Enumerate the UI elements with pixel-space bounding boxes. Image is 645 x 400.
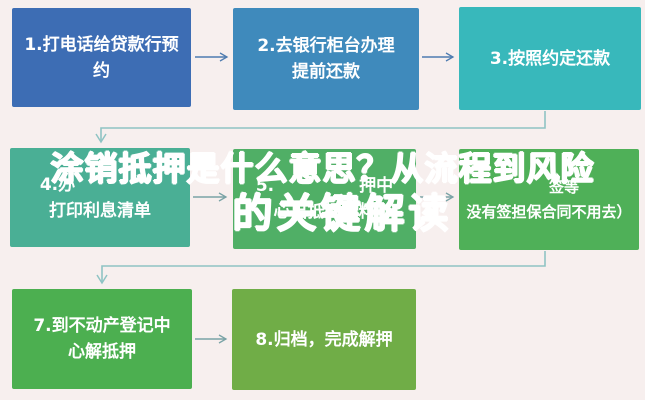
- step-4-text: 打印利息清单: [49, 200, 151, 221]
- step-7-text: 7.到不动产登记中: [33, 316, 171, 336]
- step-4-text: 4.办: [39, 174, 161, 195]
- step-5-box: 5. 押中心出抵押材料: [233, 149, 416, 249]
- step-4-box: 4.办 打印利息清单: [10, 148, 190, 247]
- step-6-box: 签等 没有签担保合同不用去）: [459, 149, 639, 250]
- step-2-text: 提前还款: [292, 62, 360, 82]
- step-5-text: 心出抵押材料: [273, 202, 376, 222]
- step-6-text: 签等: [488, 177, 609, 196]
- step-5-text: 5. 押中: [255, 176, 394, 196]
- step-7-text: 心解抵押: [68, 342, 136, 362]
- step-3-box: 3.按照约定还款: [459, 7, 641, 110]
- step-8-box: 8.归档，完成解押: [232, 289, 416, 390]
- step-2-text: 2.去银行柜台办理: [257, 36, 395, 56]
- step-1-box: 1.打电话给贷款行预约: [12, 8, 191, 107]
- step-6-text: 没有签担保合同不用去）: [466, 202, 632, 221]
- step-2-box: 2.去银行柜台办理提前还款: [233, 8, 419, 110]
- connector-step3-to-step4: [95, 111, 546, 144]
- step-3-text: 3.按照约定还款: [489, 48, 611, 69]
- step-1-text: 1.打电话给贷款行预: [24, 34, 179, 55]
- step-8-text: 8.归档，完成解押: [255, 329, 393, 350]
- step-7-box: 7.到不动产登记中心解抵押: [12, 289, 192, 389]
- connector-step6-to-step7: [96, 251, 546, 285]
- step-1-text: 约: [93, 60, 110, 81]
